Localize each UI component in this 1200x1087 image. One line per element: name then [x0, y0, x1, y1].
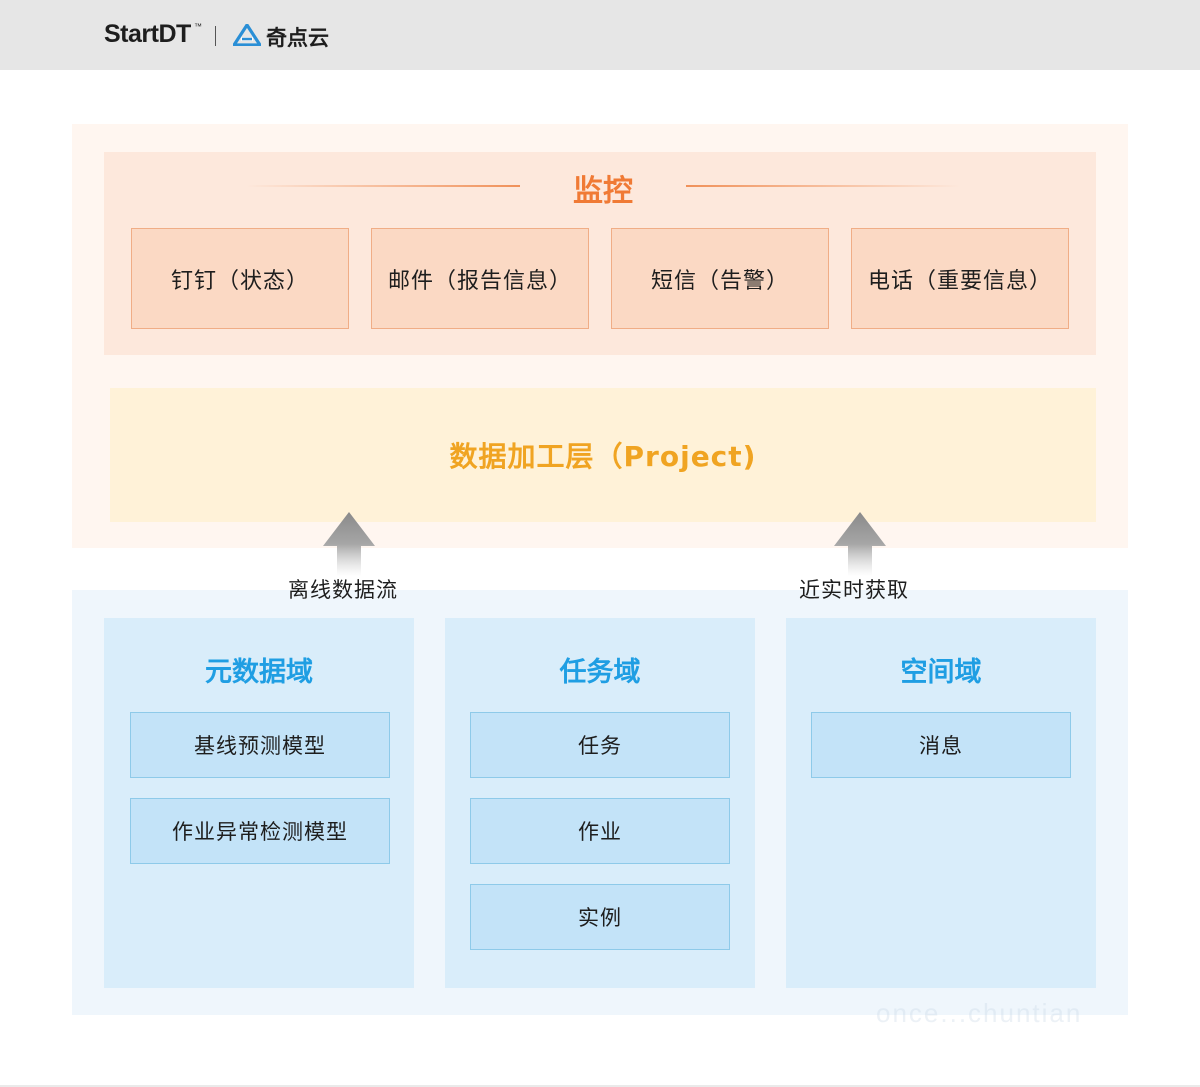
flow-label-realtime: 近实时获取 — [799, 578, 909, 602]
channel-dingtalk: 钉钉（状态） — [131, 228, 349, 329]
trademark-mark: ™ — [194, 22, 202, 31]
monitor-title: 监控 — [573, 174, 633, 209]
up-arrow-icon — [834, 512, 886, 576]
processing-layer: 数据加工层（Project) — [110, 388, 1096, 522]
brand-name-en: StartDT — [104, 20, 191, 48]
bottom-divider — [0, 1085, 1200, 1087]
domain-item: 作业异常检测模型 — [130, 798, 390, 864]
header-bar: StartDT ™ 奇点云 — [0, 0, 1200, 70]
flow-label-offline: 离线数据流 — [288, 578, 398, 602]
domain-item: 实例 — [470, 884, 730, 950]
domain-title-metadata: 元数据域 — [205, 657, 313, 688]
up-arrow-icon — [323, 512, 375, 576]
brand-name-cn: 奇点云 — [266, 26, 329, 50]
domain-title-task: 任务域 — [559, 657, 641, 688]
title-rule-left — [246, 185, 520, 187]
channel-phone: 电话（重要信息） — [851, 228, 1069, 329]
domain-item: 消息 — [811, 712, 1071, 778]
domain-item: 作业 — [470, 798, 730, 864]
channel-email: 邮件（报告信息） — [371, 228, 589, 329]
startdt-logo-icon — [233, 24, 261, 46]
domain-title-space: 空间域 — [900, 657, 982, 688]
title-rule-right — [686, 185, 960, 187]
domain-item: 基线预测模型 — [130, 712, 390, 778]
domain-item: 任务 — [470, 712, 730, 778]
brand-divider — [215, 26, 216, 46]
channel-sms: 短信（告警） — [611, 228, 829, 329]
watermark: once...chuntian — [876, 998, 1083, 1028]
domain-space — [786, 618, 1096, 988]
